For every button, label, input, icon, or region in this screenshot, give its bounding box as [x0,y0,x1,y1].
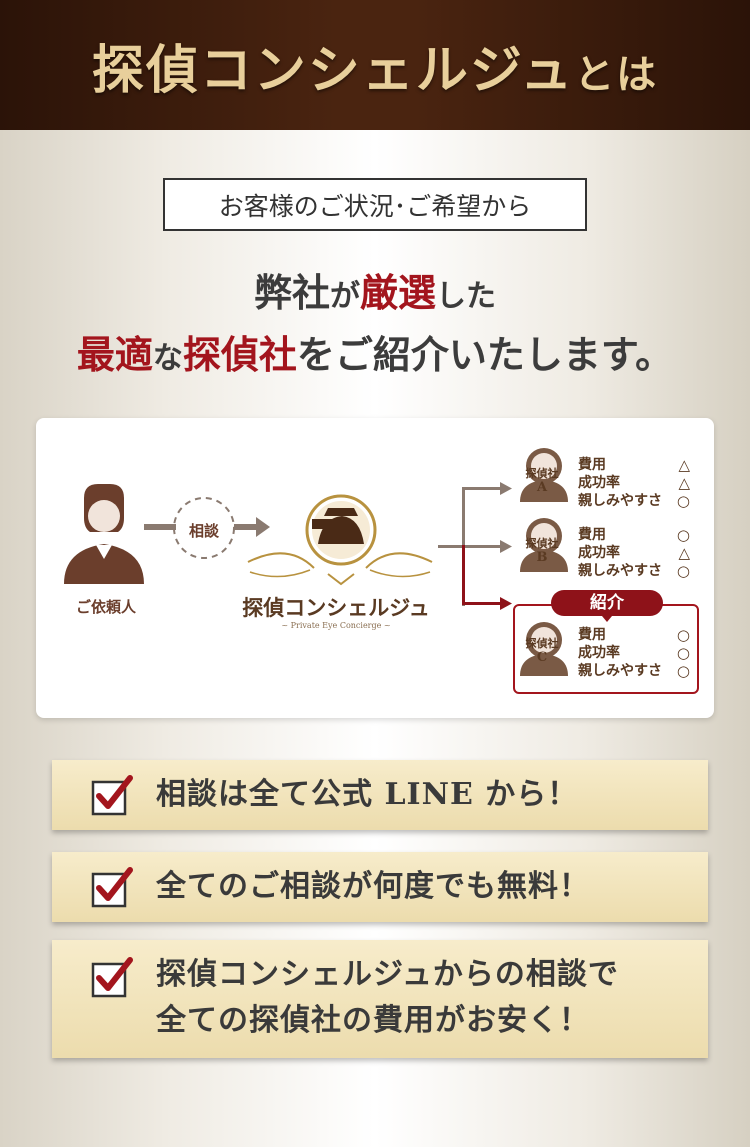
rating-mark: △ [678,544,690,562]
agent-person-icon [520,448,568,502]
lead-company: 弊社 [253,270,330,315]
page-header: 探偵コンシェルジュとは [0,0,750,130]
agency-criteria: 費用 △ 成功率 △ 親しみやすさ ○ [578,456,690,510]
lead-suffix: した [436,279,497,314]
feature-text: 全てのご相談が何度でも無料！ [156,869,590,904]
checkbox-checked-icon [91,957,133,998]
title-main: 探偵コンシェルジュ [91,39,575,101]
lead-ending: をご紹介いたします。 [296,332,674,377]
intro-badge: 紹介 [551,590,663,622]
agency-tag-label: 探偵社 [525,537,559,550]
consult-label: 相談 [188,522,219,540]
client-label: ご依頼人 [75,598,136,616]
criteria-row: 親しみやすさ ○ [578,562,690,580]
title-suffix: とは [574,50,659,98]
lead-particle-2: な [152,341,183,376]
agency-criteria: 費用 ○ 成功率 △ 親しみやすさ ○ [578,526,690,580]
agency-letter: B [536,550,548,565]
lead-line-2: 最適な探偵社をご紹介いたします。 [0,324,750,379]
logo-title: 探偵コンシェルジュ [242,595,430,620]
criteria-label: 親しみやすさ [578,663,662,679]
rating-mark: ○ [676,626,690,644]
agency-letter: C [536,650,548,665]
feature-text-line-2: 全ての探偵社の費用がお安く！ [156,1003,590,1038]
checkbox-checked-icon [91,867,133,908]
agency-letter: A [536,480,548,495]
feature-text-line-1: 探偵コンシェルジュからの相談で [156,957,619,992]
criteria-label: 費用 [578,457,606,473]
checkbox-checked-icon [91,775,133,816]
criteria-label: 親しみやすさ [578,493,662,509]
agent-person-icon [520,622,568,676]
lead-emphasis-selected: 厳選 [360,270,437,315]
client-person-icon [64,484,144,584]
agency-tag-label: 探偵社 [525,467,559,480]
rating-mark: ○ [676,662,690,680]
lead-emphasis-agency: 探偵社 [182,332,297,377]
feature-text: 探偵コンシェルジュからの相談で 全ての探偵社の費用がお安く！ [156,952,619,1044]
criteria-row: 親しみやすさ ○ [578,492,690,510]
agent-person-icon [520,518,568,572]
criteria-row: 親しみやすさ ○ [578,662,690,680]
situation-label-box: お客様のご状況･ご希望から [163,178,587,231]
rating-mark: △ [678,456,690,474]
agency-tag-label: 探偵社 [525,637,559,650]
feature-text: 相談は全て公式 LINE から！ [156,777,579,812]
criteria-row: 成功率 △ [578,474,690,492]
criteria-row: 費用 △ [578,456,690,474]
rating-mark: ○ [676,492,690,510]
rating-mark: △ [678,474,690,492]
detective-logo-icon [247,494,433,586]
criteria-label: 成功率 [578,645,620,661]
criteria-label: 親しみやすさ [578,563,662,579]
criteria-label: 成功率 [578,545,620,561]
lead-particle: が [330,279,360,314]
page-title: 探偵コンシェルジュとは [92,28,658,103]
logo-subtitle: ~ Private Eye Concierge ~ [281,621,391,630]
feature-free: 全てのご相談が何度でも無料！ [52,852,708,922]
criteria-row: 費用 ○ [578,526,690,544]
feature-line-consult: 相談は全て公式 LINE から！ [52,760,708,830]
rating-mark: ○ [676,562,690,580]
criteria-label: 費用 [578,527,606,543]
criteria-row: 成功率 △ [578,544,690,562]
situation-label: お客様のご状況･ご希望から [218,191,532,221]
diagram-graphics [64,448,568,676]
criteria-label: 成功率 [578,475,620,491]
concierge-diagram: ご依頼人 相談 探偵コンシェルジュ ~ Private Eye Concierg… [36,418,714,718]
criteria-row: 費用 ○ [578,626,690,644]
agency-criteria: 費用 ○ 成功率 ○ 親しみやすさ ○ [578,626,690,680]
feature-discount: 探偵コンシェルジュからの相談で 全ての探偵社の費用がお安く！ [52,940,708,1058]
lead-emphasis-optimal: 最適 [76,332,153,377]
rating-mark: ○ [676,526,690,544]
rating-mark: ○ [676,644,690,662]
criteria-row: 成功率 ○ [578,644,690,662]
lead-line-1: 弊社が厳選した [0,262,750,317]
criteria-label: 費用 [578,627,606,643]
